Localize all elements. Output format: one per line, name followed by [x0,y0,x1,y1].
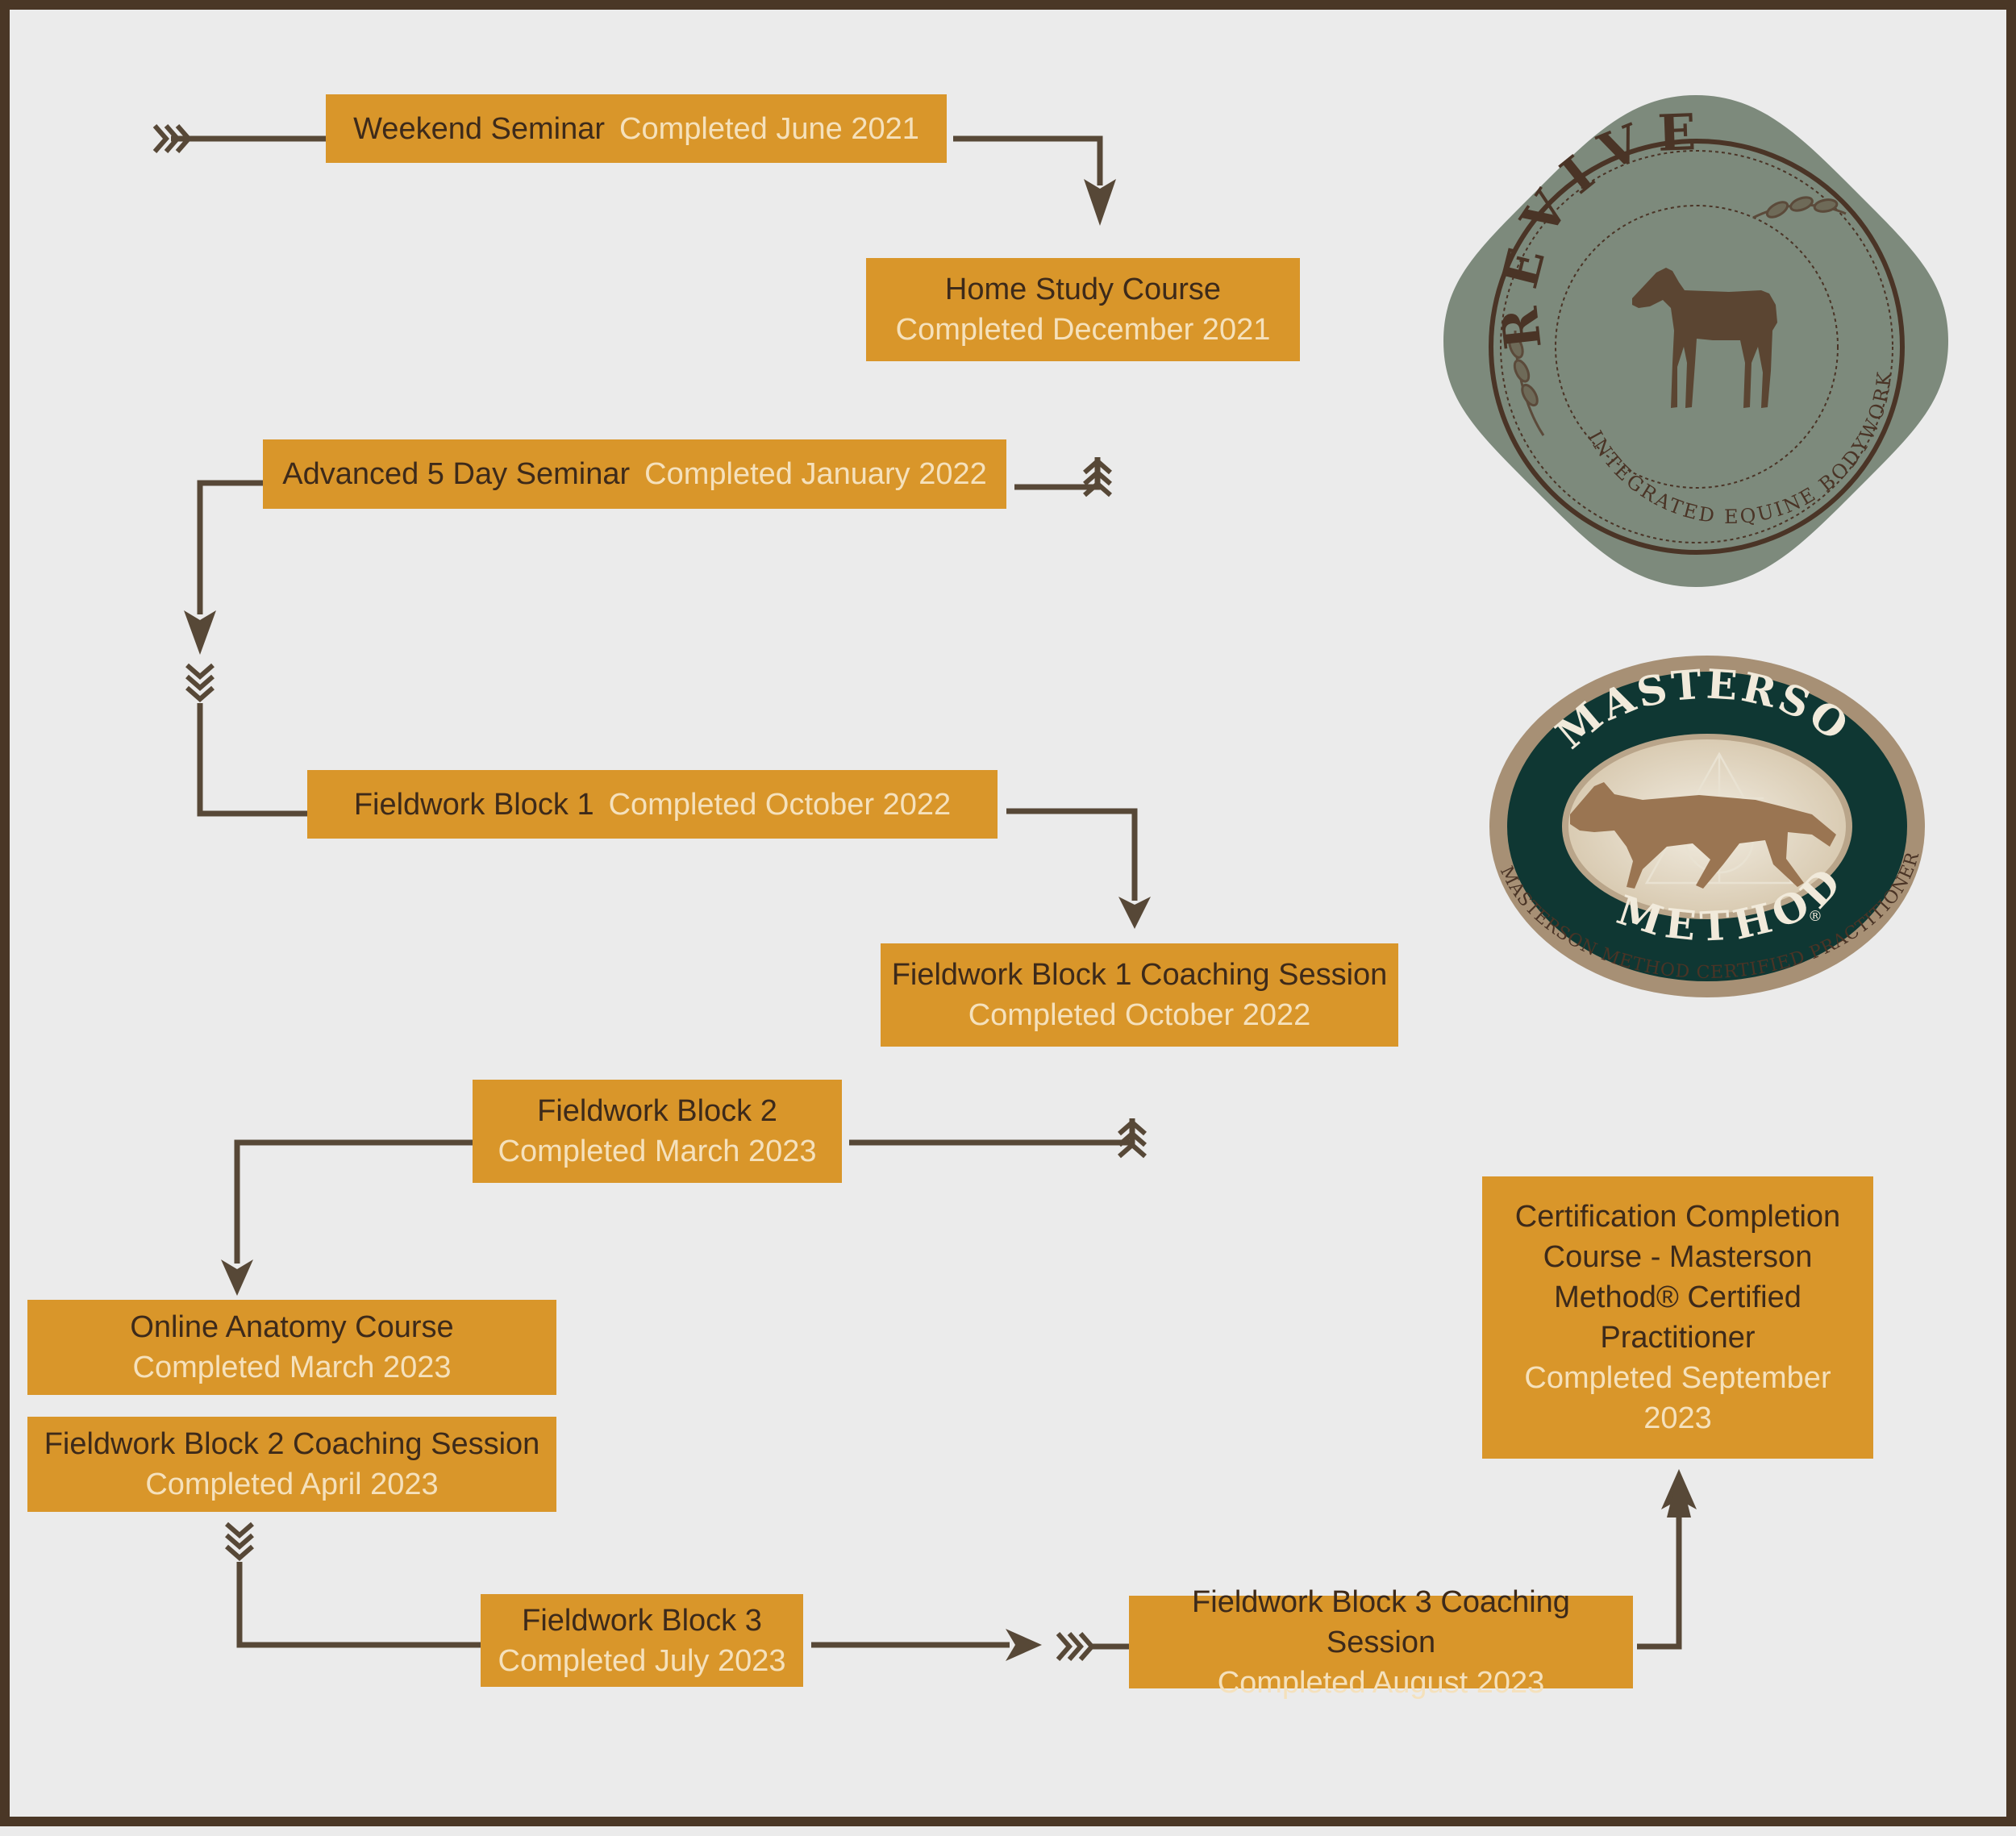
step-date: Completed October 2022 [968,995,1311,1035]
step-title-line: Certification Completion [1515,1197,1840,1237]
step-date-line: Completed September [1524,1358,1831,1398]
step-fieldwork-block-3: Fieldwork Block 3 Completed July 2023 [481,1594,803,1687]
step-online-anatomy-course: Online Anatomy Course Completed March 20… [27,1300,556,1395]
step-title: Online Anatomy Course [130,1307,453,1347]
step-date: Completed March 2023 [133,1347,452,1388]
step-title-line: Practitioner [1600,1318,1755,1358]
step-date: Completed October 2022 [609,785,952,825]
step-date: Completed January 2022 [644,454,987,494]
step-advanced-5-day-seminar: Advanced 5 Day Seminar Completed January… [263,439,1006,509]
step-title: Fieldwork Block 3 [522,1601,762,1641]
step-title-line: Method® Certified [1554,1277,1801,1318]
step-title: Fieldwork Block 3 Coaching Session [1137,1582,1625,1663]
step-fieldwork-block-1-coaching-session: Fieldwork Block 1 Coaching Session Compl… [881,943,1398,1047]
step-fieldwork-block-1: Fieldwork Block 1 Completed October 2022 [307,770,998,839]
step-date: Completed March 2023 [498,1131,817,1172]
masterson-method-logo: MASTERSON METHOD ® MASTERSON METHOD CERT… [1481,653,1933,1008]
registered-mark: ® [1808,908,1822,925]
step-title-line: Course - Masterson [1543,1237,1813,1277]
step-date: Completed August 2023 [1218,1663,1545,1703]
step-date-line: 2023 [1643,1398,1712,1438]
step-title: Advanced 5 Day Seminar [282,454,630,494]
step-date: Completed June 2021 [619,109,919,149]
step-title: Home Study Course [945,269,1221,310]
step-home-study-course: Home Study Course Completed December 202… [866,258,1300,361]
revive-logo: REVIVE INTEGRATED EQUINE BODYWORK [1439,89,1953,593]
step-fieldwork-block-2: Fieldwork Block 2 Completed March 2023 [473,1080,842,1183]
step-certification-completion-course: Certification Completion Course - Master… [1482,1176,1873,1459]
step-weekend-seminar: Weekend Seminar Completed June 2021 [326,94,947,163]
step-title: Fieldwork Block 1 Coaching Session [892,955,1388,995]
step-title: Weekend Seminar [353,109,605,149]
step-date: Completed December 2021 [896,310,1271,350]
step-title: Fieldwork Block 2 Coaching Session [44,1424,540,1464]
step-fieldwork-block-3-coaching-session: Fieldwork Block 3 Coaching Session Compl… [1129,1596,1633,1688]
step-date: Completed July 2023 [498,1641,786,1681]
step-title: Fieldwork Block 1 [354,785,594,825]
step-date: Completed April 2023 [145,1464,438,1505]
step-fieldwork-block-2-coaching-session: Fieldwork Block 2 Coaching Session Compl… [27,1417,556,1512]
step-title: Fieldwork Block 2 [537,1091,777,1131]
